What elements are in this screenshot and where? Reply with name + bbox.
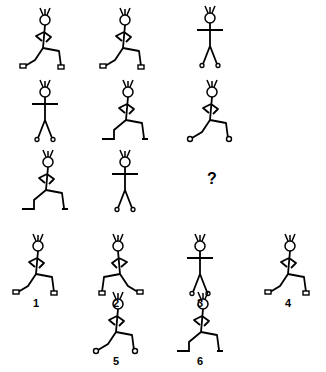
stick-figure [112,150,138,212]
option-figure [265,234,309,295]
stick-figure [197,6,223,68]
option-figure [177,292,223,351]
option-figure [94,292,138,354]
option-number: 1 [33,297,39,309]
option-figure [187,234,213,296]
option-number: 3 [197,297,203,309]
stick-figure [22,150,68,209]
stick-figure [188,80,232,142]
option-figure [13,234,57,295]
option-number: 6 [197,355,203,367]
stick-figure [102,80,148,139]
option-number: 4 [285,297,291,309]
option-number: 5 [113,355,119,367]
stick-figure [20,8,64,69]
question-mark: ? [207,170,217,188]
option-figure [99,234,143,295]
stick-figure [100,8,144,69]
option-number: 2 [113,297,119,309]
stick-figure [32,80,58,142]
